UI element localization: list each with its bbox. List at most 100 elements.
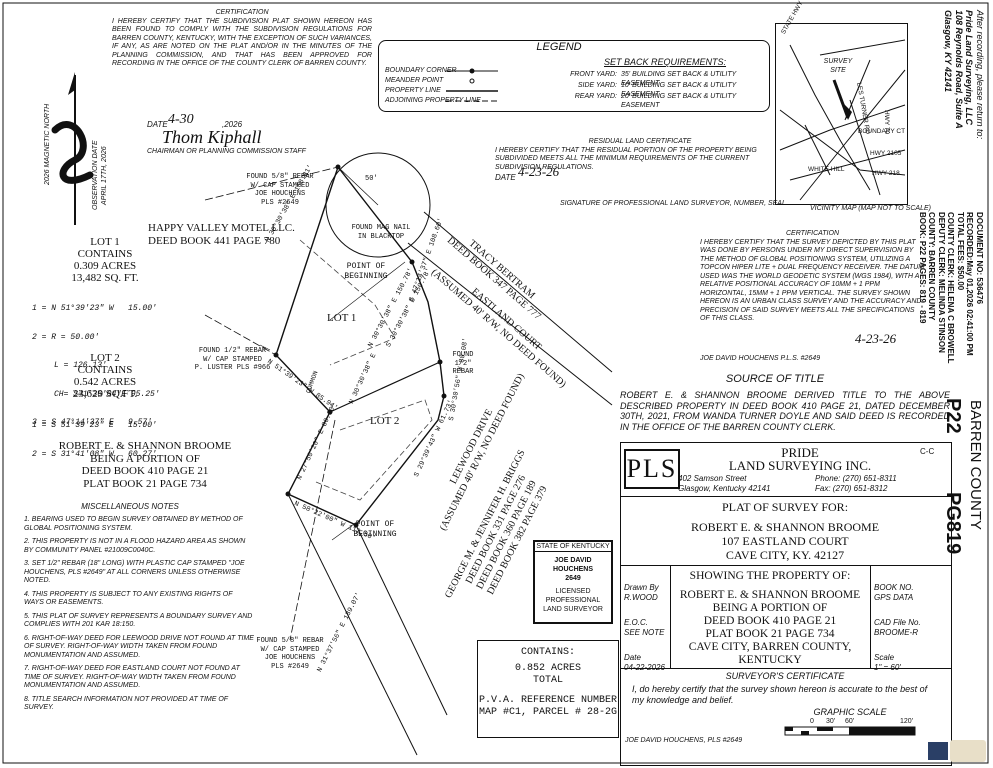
seal-line: STATE OF KENTUCKY [535, 543, 611, 552]
setback-key: SIDE YARD: [577, 82, 617, 89]
pob1-label: POINT OF BEGINNING [336, 262, 396, 281]
after-recording-block: After recording, please return to: Pride… [943, 10, 986, 230]
setback-value: 35' BUILDING SET BACK & UTILITY EASEMENT [621, 71, 737, 87]
date-label: Date [624, 653, 641, 662]
contains-total: TOTAL [532, 675, 563, 686]
lot1-plan-label: LOT 1 [327, 312, 357, 324]
doc-line: DEPUTY CLERK: MELINDA STINSON [937, 212, 946, 353]
showing-line: PLAT BOOK 21 PAGE 734 [705, 628, 835, 640]
after-recording-line: Glasgow, KY 42141 [943, 10, 954, 93]
cert-signer: CHAIRMAN OR PLANNING COMMISSION STAFF [147, 148, 306, 155]
lot2-lines: 1 = S 51°39'23" E 15.00' 2 = S 31°41'08"… [32, 402, 157, 469]
setback-title: SET BACK REQUIREMENTS: [604, 57, 727, 67]
lot2-line: 2 = S 31°41'08" W 60.27' [32, 449, 157, 459]
showing-line: BEING A PORTION OF [712, 602, 828, 614]
gps-cert-heading: CERTIFICATION [785, 230, 840, 237]
property-boundary [275, 165, 445, 526]
legend-item: PROPERTY LINE [385, 87, 441, 94]
rebar-line: P. LUSTER PLS #966 [194, 364, 271, 372]
pob2-label: POINT OF BEGINNING [345, 520, 405, 539]
surveyor-cert-signer: JOE DAVID HOUCHENS, PLS #2649 [625, 737, 743, 744]
lot2-plan-label: LOT 2 [370, 415, 400, 427]
eastland-row-line [407, 242, 613, 406]
radius-line [337, 166, 379, 206]
rebar-line: PLS #2649 [271, 662, 309, 671]
seal-line: 2649 [565, 575, 581, 582]
book-no-value: GPS DATA [874, 592, 914, 602]
company-address1: 402 Samson Street [678, 474, 747, 483]
lot1-curve-line: CH= S41°36'04"E 95.25' [54, 389, 160, 399]
cert-date-label: DATE [147, 120, 168, 129]
leewood-row-line [287, 493, 418, 756]
rebar-top-label: FOUND 5/8" REBAR W/ CAP STAMPED JOE HOUC… [230, 173, 330, 207]
company-phone: Phone: (270) 651-8311 [815, 474, 897, 483]
magnetic-north-label: 2026 MAGNETIC NORTH [44, 103, 51, 185]
rebar-line: W/ CAP STAMPED [260, 645, 320, 654]
after-recording-line: After recording, please return to: [975, 10, 985, 140]
legend-title: LEGEND [536, 41, 582, 53]
rebar-line: JOE HOUCHENS [264, 654, 316, 662]
note-item: 6. RIGHT-OF-WAY DEED FOR LEEWOOD DRIVE N… [24, 634, 254, 659]
residual-date-label: DATE [495, 173, 516, 182]
parent-line: PLAT BOOK 21 PAGE 734 [83, 477, 207, 490]
vicinity-roads [779, 39, 906, 201]
scale-tick: 120' [900, 718, 914, 725]
seal-line: LAND SURVEYOR [543, 606, 603, 613]
seal-line: JOE DAVID [554, 557, 592, 564]
company-name1: PRIDE [781, 445, 819, 460]
mag-nail-line: IN BLACKTOP [357, 232, 405, 241]
observation-date-label: OBSERVATION DATE [92, 140, 99, 210]
lot2-title: LOT 2 [90, 352, 120, 364]
plat-for-line: 107 EASTLAND COURT [721, 534, 849, 548]
rebar-line: FOUND 5/8" REBAR [246, 173, 314, 181]
document-info-block: DOCUMENT NO: 536476 RECORDED:May 01,2026… [918, 212, 984, 382]
residual-date-value: 4-23-26 [518, 164, 560, 179]
rebar-luster-label: FOUND 1/2" REBAR W/ CAP STAMPED P. LUSTE… [190, 347, 275, 373]
lot1-acres: 0.309 ACRES [73, 260, 137, 272]
legend-box: LEGEND BOUNDARY CORNER MEANDER POINT PRO… [378, 40, 770, 112]
adjoining-line [204, 166, 339, 201]
gps-cert-signer: JOE DAVID HOUCHENS P.L.S. #2649 [700, 355, 821, 362]
road-label: BOUNDARY CT [858, 128, 906, 135]
lot2-acres: 0.542 ACRES [73, 376, 137, 388]
residual-body: I HEREBY CERTIFY THAT THE RESIDUAL PORTI… [495, 146, 757, 171]
gps-certification: CERTIFICATION I HEREBY CERTIFY THAT THE … [700, 230, 925, 324]
doc-line: DOCUMENT NO: 536476 [975, 212, 984, 305]
eoc-value: SEE NOTE [624, 627, 665, 637]
brokerage-logo-icon [950, 740, 986, 762]
source-title-body: ROBERT E. & SHANNON BROOME DERIVED TITLE… [620, 390, 950, 432]
vicinity-map-frame [775, 23, 908, 205]
residual-heading: RESIDUAL LAND CERTIFICATE [588, 138, 692, 145]
rebar-line: PLS #2649 [261, 198, 299, 207]
doc-line: COUNTY CLERK: HELENA C BROWELL [946, 212, 956, 364]
vicinity-caption: VICINITY MAP (MAP NOT TO SCALE) [810, 205, 931, 212]
after-recording-line: 108 Reynolds Road, Suite A [954, 10, 964, 129]
mag-nail-line: FOUND MAG NAIL [351, 224, 411, 232]
cert-date-year: ,2026 [222, 120, 243, 129]
showing-property: SHOWING THE PROPERTY OF: ROBERT E. & SHA… [670, 570, 870, 667]
road-label: HWY 2105 [870, 150, 902, 157]
contains-acres: 0.852 ACRES [514, 663, 581, 674]
legend-symbols [446, 68, 498, 102]
drawn-by-label: Drawn By [624, 583, 659, 592]
leader-line [331, 523, 355, 541]
parent-line: BEING A PORTION OF [90, 452, 200, 465]
company-fax: Fax: (270) 651-8312 [815, 484, 888, 493]
showing-line: CAVE CITY, BARREN COUNTY, [688, 641, 852, 653]
found-line: FOUND [452, 351, 474, 359]
boundary-corner [409, 259, 415, 265]
lot1-curve-line: 2 = R = 50.00' [32, 332, 100, 342]
plat-for-heading: PLAT OF SURVEY FOR: [721, 500, 849, 514]
surveyor-cert-heading: SURVEYOR'S CERTIFICATE [725, 671, 845, 681]
pob-line: BEGINNING [353, 529, 397, 539]
boundary-corner [441, 393, 447, 399]
showing-line: DEED BOOK 410 PAGE 21 [703, 615, 837, 627]
lot-divider [329, 361, 441, 413]
contains-heading: CONTAINS: [520, 647, 575, 658]
after-recording-line: Pride Land Surveying, LLC [964, 10, 975, 126]
motel-line: HAPPY VALLEY MOTEL LLC. [148, 222, 295, 234]
title-block [620, 442, 952, 766]
rebar-line: JOE HOUCHENS [254, 190, 306, 198]
